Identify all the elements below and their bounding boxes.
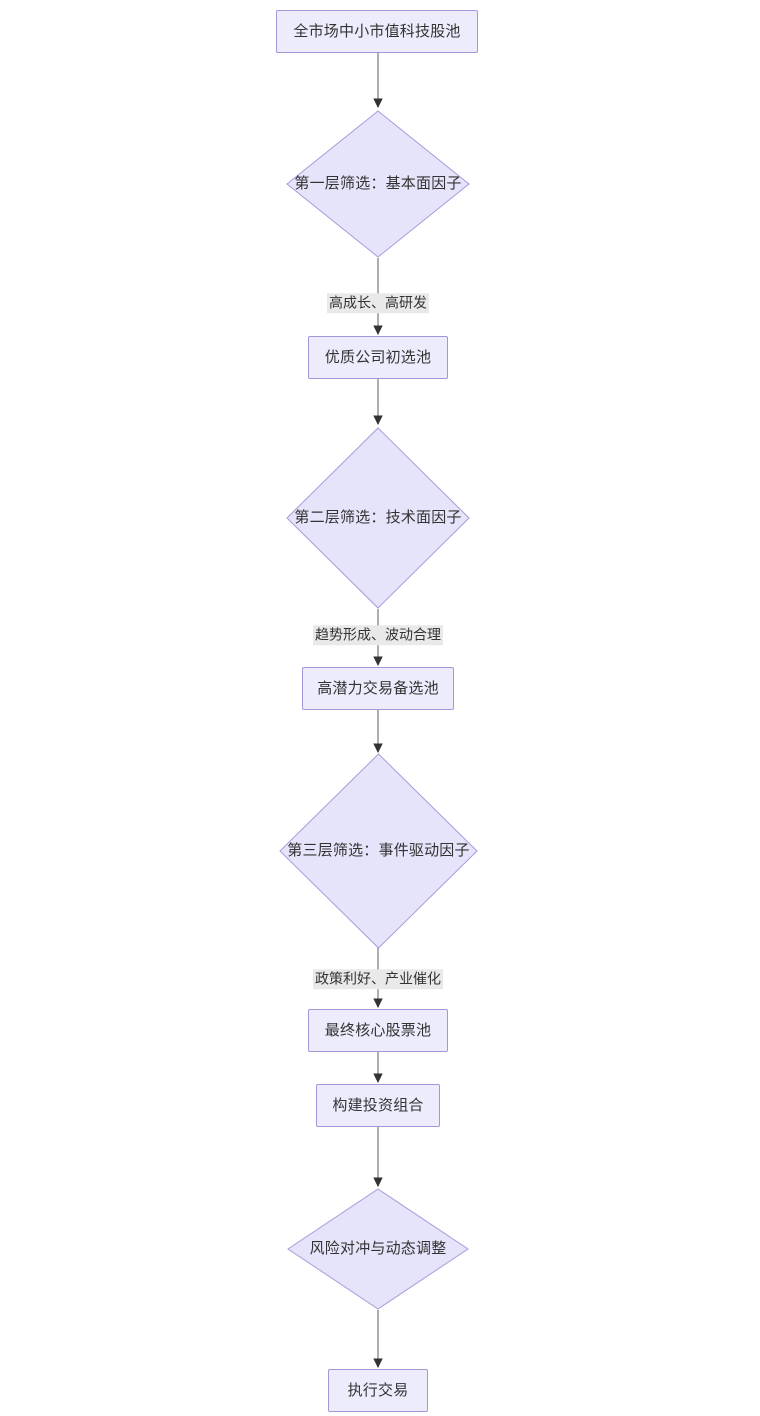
edge-label-text: 趋势形成、波动合理 [315, 626, 441, 643]
node-label: 高潜力交易备选池 [317, 679, 439, 697]
diamond-shape-icon [286, 427, 470, 609]
node-high-potential-pool[interactable]: 高潜力交易备选池 [302, 667, 454, 710]
edge-label-policy-catalyst: 政策利好、产业催化 [313, 969, 443, 989]
diamond-shape-icon [287, 1188, 469, 1310]
node-label: 构建投资组合 [332, 1096, 424, 1114]
node-filter-layer-1[interactable]: 第一层筛选：基本面因子 [286, 110, 470, 258]
diamond-shape-icon [279, 753, 478, 949]
node-full-market-pool[interactable]: 全市场中小市值科技股池 [276, 10, 478, 53]
edge-label-growth-rd: 高成长、高研发 [327, 293, 429, 313]
node-execute-trade[interactable]: 执行交易 [328, 1369, 428, 1412]
node-label: 全市场中小市值科技股池 [293, 22, 461, 40]
edge-label-text: 政策利好、产业催化 [315, 970, 441, 987]
node-label: 最终核心股票池 [324, 1021, 432, 1039]
node-label: 执行交易 [347, 1381, 409, 1399]
node-final-core-pool[interactable]: 最终核心股票池 [308, 1009, 448, 1052]
node-filter-layer-3[interactable]: 第三层筛选：事件驱动因子 [279, 753, 478, 949]
node-label: 优质公司初选池 [324, 348, 432, 366]
edge-label-trend-volatility: 趋势形成、波动合理 [313, 625, 443, 645]
edge-label-text: 高成长、高研发 [329, 294, 427, 311]
diamond-shape-icon [286, 110, 470, 258]
node-risk-hedge-dynamic-adjust[interactable]: 风险对冲与动态调整 [287, 1188, 469, 1310]
node-filter-layer-2[interactable]: 第二层筛选：技术面因子 [286, 427, 470, 609]
node-build-portfolio[interactable]: 构建投资组合 [316, 1084, 440, 1127]
node-quality-company-pool[interactable]: 优质公司初选池 [308, 336, 448, 379]
